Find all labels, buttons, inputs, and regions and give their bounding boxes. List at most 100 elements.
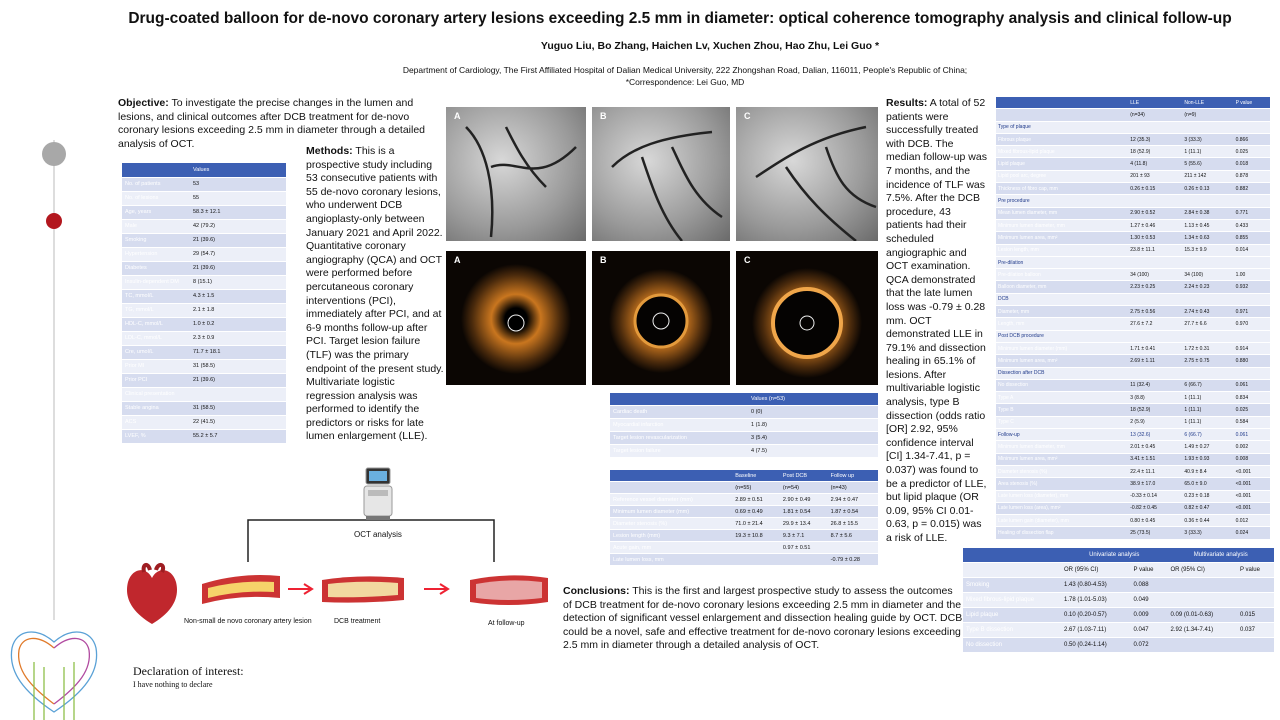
row-label: Cre, umol/L xyxy=(122,345,190,360)
row-value: 0.97 ± 0.51 xyxy=(779,541,828,554)
angio-image-c: C xyxy=(736,107,878,241)
header-cell: Baseline xyxy=(732,470,780,482)
row-value: 1 (1.8) xyxy=(748,418,878,432)
row-value xyxy=(1182,330,1234,343)
methods-text: This is a prospective study including 53… xyxy=(306,145,444,443)
row-value xyxy=(1233,108,1270,122)
header-cell xyxy=(610,393,748,406)
row-value xyxy=(1167,592,1237,608)
row-value: 0.882 xyxy=(1233,182,1270,196)
row-value: 5 (55.6) xyxy=(1182,157,1234,171)
row-value: 2.01 ± 0.45 xyxy=(1128,440,1183,454)
row-value xyxy=(1182,256,1234,270)
row-label: Diameter, mm xyxy=(996,305,1129,319)
row-value: 34 (100) xyxy=(1128,268,1183,282)
row-value: 0.866 xyxy=(1233,133,1270,147)
table-header-row: Values xyxy=(122,163,286,178)
row-value: 9.3 ± 7.1 xyxy=(779,529,828,542)
row-label: Mixed fibrous-lipid plaque xyxy=(996,145,1129,159)
row-label: Thickness of fibro cap, mm xyxy=(996,182,1129,196)
row-label: ACS xyxy=(122,415,190,430)
panel-label: B xyxy=(600,111,607,121)
row-value: <0.001 xyxy=(1233,490,1270,503)
row-value: 2.23 ± 0.25 xyxy=(1128,280,1183,294)
row-value: 22.4 ± 11.1 xyxy=(1128,465,1183,479)
table-row: (n=34)(n=9) xyxy=(996,108,1270,122)
row-value: 0.50 (0.24-1.14) xyxy=(1061,637,1131,653)
conclusions-section: Conclusions: This is the first and large… xyxy=(563,585,963,653)
table-row: Clinical presentation xyxy=(122,387,286,402)
row-value xyxy=(1128,330,1183,343)
row-value: 12 (35.3) xyxy=(1128,133,1183,147)
row-value: 0.82 ± 0.47 xyxy=(1182,502,1234,516)
row-value: 21 (39.6) xyxy=(190,233,286,248)
row-label: Length, mm xyxy=(996,317,1129,331)
row-value: 53 xyxy=(190,177,286,192)
row-label: Cardiac death xyxy=(610,405,748,419)
table-row: Reference vessel diameter (mm)2.89 ± 0.5… xyxy=(610,493,878,506)
results-section: Results: A total of 52 patients were suc… xyxy=(886,97,990,546)
row-value: 1.27 ± 0.46 xyxy=(1128,219,1183,233)
subheader-cell: OR (95% CI) xyxy=(1061,562,1131,578)
row-label: Minimum lumen area, mm² xyxy=(996,354,1129,368)
row-value: 0.971 xyxy=(1233,305,1270,319)
row-value: 0.012 xyxy=(1233,514,1270,528)
row-value: (n=55) xyxy=(732,481,780,494)
row-label: Fibrous plaque xyxy=(996,133,1129,147)
row-value xyxy=(1128,194,1183,208)
row-value xyxy=(1182,367,1234,380)
row-label: Post DCB procedure xyxy=(996,330,1129,343)
row-label: Diameter stenosis (%) xyxy=(996,465,1129,479)
row-value: 13 (32.6) xyxy=(1128,428,1183,442)
row-label: LDL-C, mmol/L xyxy=(122,331,190,346)
row-value: 0.433 xyxy=(1233,219,1270,233)
row-label: Healing of dissection flap xyxy=(996,526,1129,540)
row-label: Balloon diameter, mm xyxy=(996,280,1129,294)
row-value: 0.025 xyxy=(1233,145,1270,159)
row-label: Hypertension xyxy=(122,247,190,262)
angio-image-a: A xyxy=(446,107,586,241)
decor-line xyxy=(53,140,55,620)
row-label: Male xyxy=(122,219,190,234)
row-value: 0.018 xyxy=(1233,157,1270,171)
oct-image-a: A xyxy=(446,251,586,385)
row-value xyxy=(1233,121,1270,134)
declaration-text: I have nothing to declare xyxy=(133,680,213,689)
row-label: Diameter stenosis (%) xyxy=(610,517,733,530)
row-label xyxy=(996,108,1129,122)
row-label: HDL-C, mmol/L xyxy=(122,317,190,332)
header-cell: P value xyxy=(1233,97,1270,110)
row-label: Acute gain, mm xyxy=(610,541,733,554)
row-label: Minimum lumen area, mm² xyxy=(996,453,1129,466)
header-cell xyxy=(963,548,1061,563)
subheader-cell: P value xyxy=(1237,562,1274,578)
row-label: TG, mmol/L xyxy=(122,303,190,318)
row-value xyxy=(1237,577,1274,593)
row-value: 29 (54.7) xyxy=(190,247,286,262)
row-value: 31 (58.5) xyxy=(190,401,286,416)
row-value xyxy=(1167,637,1237,653)
